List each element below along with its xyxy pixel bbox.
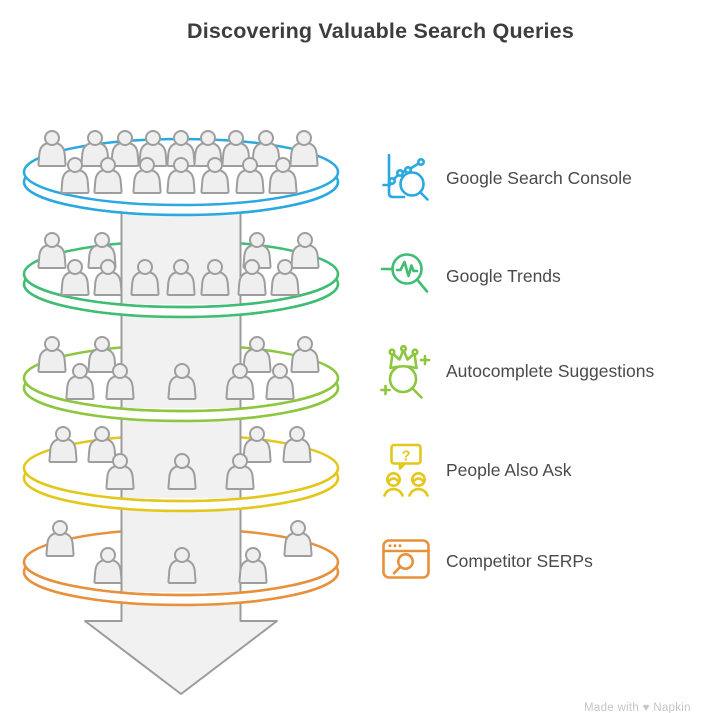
chart-search-icon xyxy=(380,150,432,206)
funnel-layer-google-search-console xyxy=(22,130,340,217)
legend-item-google-trends: Google Trends xyxy=(380,247,561,305)
person-icon xyxy=(290,232,320,269)
browser-search-icon xyxy=(380,533,432,589)
person-icon xyxy=(110,130,140,167)
legend-label: Google Trends xyxy=(446,265,561,286)
funnel-arrow xyxy=(22,571,340,695)
svg-text:?: ? xyxy=(402,449,411,465)
person-icon xyxy=(87,426,117,463)
person-icon xyxy=(37,130,67,167)
page-title: Discovering Valuable Search Queries xyxy=(186,19,574,43)
legend-item-google-search-console: Google Search Console xyxy=(380,149,632,207)
legend-item-competitor-serps: Competitor SERPs xyxy=(380,532,593,590)
legend-label: Competitor SERPs xyxy=(446,550,593,571)
person-icon xyxy=(37,336,67,373)
legend-label: Google Search Console xyxy=(446,167,632,188)
funnel-layer-competitor-serps xyxy=(22,477,340,607)
person-icon xyxy=(48,426,78,463)
legend-label: People Also Ask xyxy=(446,459,572,480)
person-icon xyxy=(45,520,75,557)
legend-item-people-also-ask: ? People Also Ask xyxy=(380,441,572,499)
question-people-icon: ? xyxy=(380,442,432,498)
person-icon xyxy=(242,336,272,373)
person-icon xyxy=(37,232,67,269)
crown-search-icon xyxy=(380,343,432,399)
person-icon xyxy=(242,426,272,463)
person-icon xyxy=(290,336,320,373)
person-icon xyxy=(87,336,117,373)
person-icon xyxy=(289,130,319,167)
legend-label: Autocomplete Suggestions xyxy=(446,360,655,381)
watermark: Made with ♥ Napkin xyxy=(584,702,691,713)
legend-item-autocomplete-suggestions: Autocomplete Suggestions xyxy=(380,342,654,400)
person-icon xyxy=(282,426,312,463)
person-icon xyxy=(283,520,313,557)
funnel-layer-autocomplete-suggestions xyxy=(22,283,340,423)
trend-search-icon xyxy=(380,248,432,304)
